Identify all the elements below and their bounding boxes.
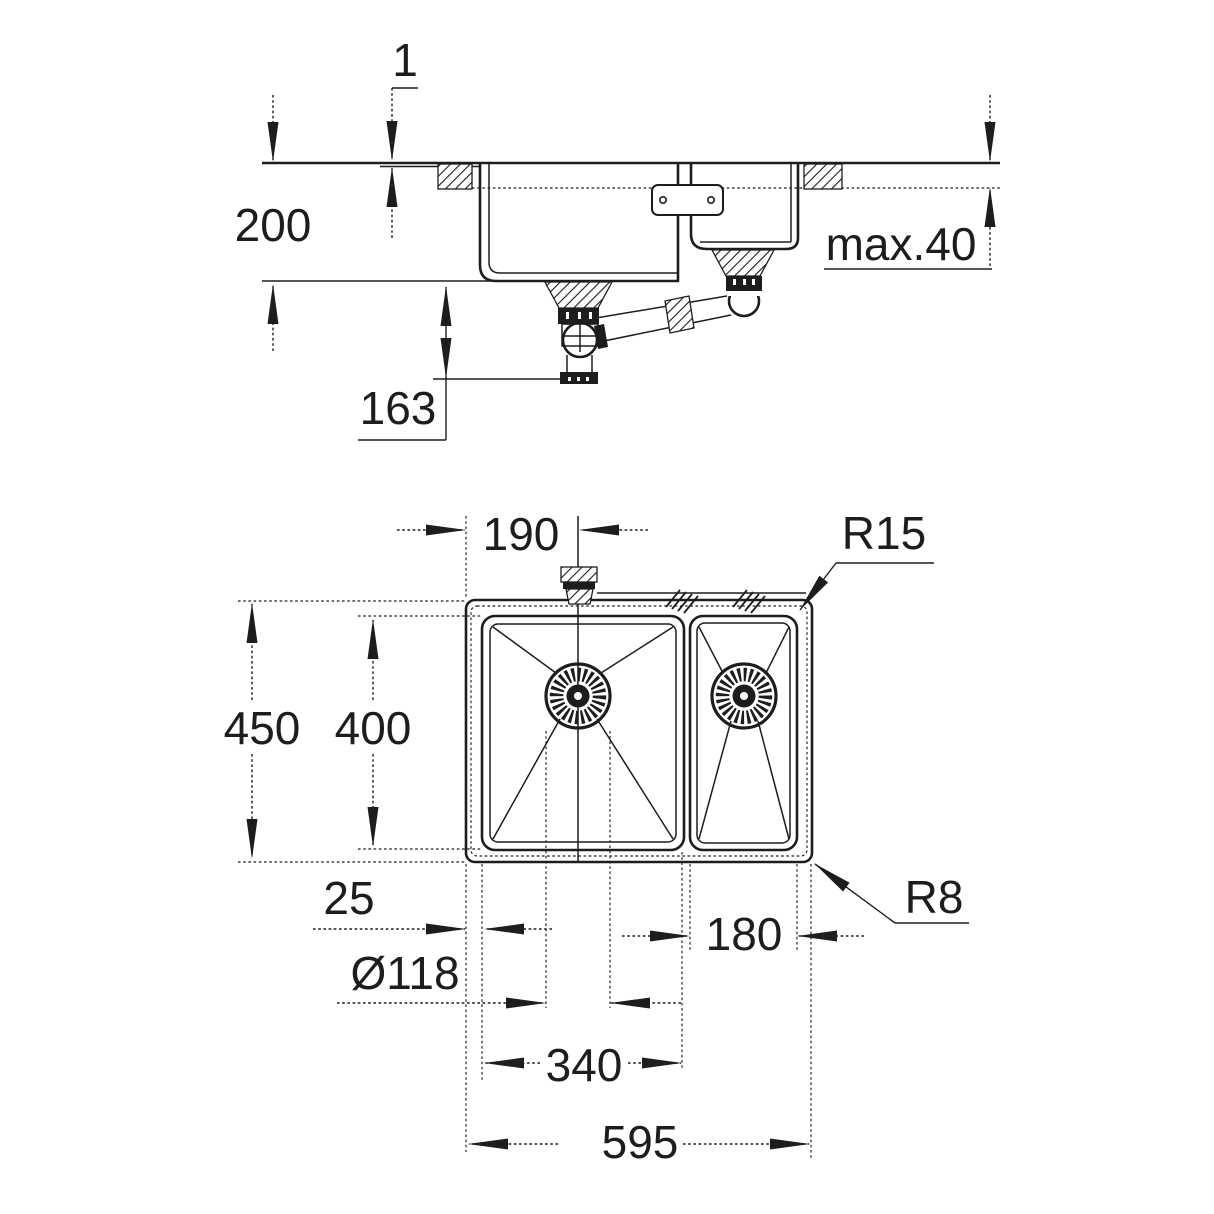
dimension-bowl-depth: 200 xyxy=(235,95,496,351)
dimension-small-bowl-width: 180 xyxy=(622,864,864,960)
dim-label-bowl-depth: 200 xyxy=(235,199,312,251)
faucet-hole xyxy=(560,566,598,605)
sink-rim-plan xyxy=(464,589,814,864)
dim-label-rim-step: 1 xyxy=(392,34,418,86)
small-bowl-plan xyxy=(688,614,799,852)
dimension-drain-offset: 190 xyxy=(397,508,648,598)
leader-outer-radius: R8 xyxy=(814,863,969,924)
dim-label-bowl-radius: R15 xyxy=(842,507,926,559)
dim-label-counter-thickness: max.40 xyxy=(826,218,977,270)
dim-label-small-bowl-width: 180 xyxy=(706,908,783,960)
mounting-bracket xyxy=(651,184,724,216)
main-drain-plan xyxy=(544,662,612,730)
dimension-drain-diameter: Ø118 xyxy=(337,731,681,1009)
dimension-trap-height: 163 xyxy=(358,286,562,441)
small-drain-plan xyxy=(710,662,778,730)
clip-mark-right xyxy=(732,589,766,614)
clip-mark-left xyxy=(665,589,699,614)
pipe-coupling xyxy=(664,295,695,334)
dim-label-drain-offset: 190 xyxy=(483,508,560,560)
dimension-outer-width: 595 xyxy=(468,864,812,1168)
dimension-counter-thickness: max.40 xyxy=(824,95,996,270)
dimension-edge-to-bowl: 25 xyxy=(313,864,552,1152)
dimension-rim-step: 1 xyxy=(386,34,418,238)
dim-label-trap-height: 163 xyxy=(360,382,437,434)
dim-label-bowl-length: 400 xyxy=(335,702,412,754)
dim-label-outer-depth: 450 xyxy=(224,702,301,754)
countertop-section xyxy=(262,161,1000,190)
section-view: 1 200 max.40 163 xyxy=(235,34,1000,441)
dim-label-edge-to-bowl: 25 xyxy=(323,872,374,924)
dimension-outer-depth: 450 xyxy=(224,600,466,863)
main-bowl-plan xyxy=(480,614,686,852)
leader-bowl-radius: R15 xyxy=(799,507,934,611)
plan-view: 190 R15 450 400 25 xyxy=(224,507,969,1168)
counter-cut-hatch-right xyxy=(803,163,843,190)
dim-label-main-bowl-width: 340 xyxy=(546,1039,623,1091)
counter-cut-hatch-left xyxy=(437,163,473,190)
drain-assembly-section xyxy=(543,249,776,384)
dimension-bowl-length: 400 xyxy=(335,615,482,850)
dim-label-drain-diameter: Ø118 xyxy=(350,947,459,999)
dim-label-outer-radius: R8 xyxy=(905,871,964,923)
dim-label-outer-width: 595 xyxy=(602,1116,679,1168)
dimension-main-bowl-width: 340 xyxy=(484,852,683,1091)
